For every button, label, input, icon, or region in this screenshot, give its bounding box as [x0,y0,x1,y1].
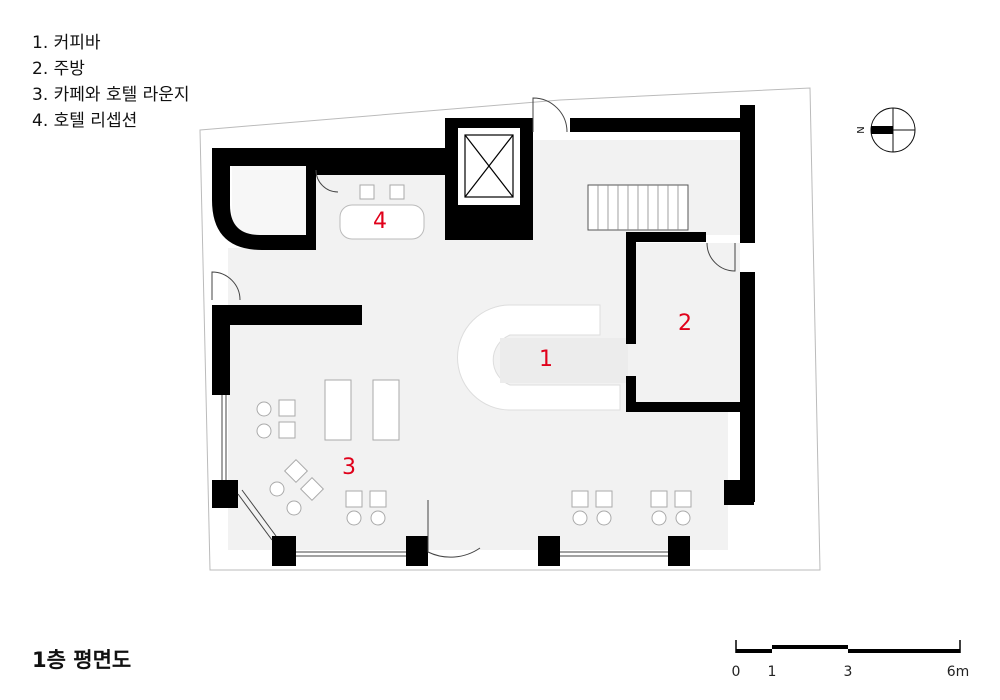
chair [571,490,589,508]
compass-north-label: N [856,126,867,133]
coffee-bar-inner [500,338,628,383]
chair [595,490,613,508]
stool [596,510,612,526]
legend-item-cafe-lounge: 3. 카페와 호텔 라운지 [32,85,190,105]
page-title: 1층 평면도 [32,648,132,672]
floor-storage [232,165,306,237]
compass: N [856,107,916,153]
stool [256,401,272,417]
room-label-coffee-bar: 1 [539,347,553,372]
elevator-cab [464,134,514,198]
wall-kitchen-bottom [626,402,740,412]
wall-kitchen-left-low [626,376,636,412]
pier-2 [406,536,428,566]
site-outline [199,87,821,571]
legend-item-kitchen: 2. 주방 [32,59,85,79]
scale-tick-1: 1 [768,664,777,680]
pier-3 [538,536,560,566]
stool [370,510,386,526]
bench-1 [324,379,352,441]
chair [650,490,668,508]
wall-left-band [212,305,362,325]
scale-bar: 0 1 3 6m [732,640,970,680]
floor-hall [440,230,630,300]
reception-desk [339,204,425,240]
north-arrow-icon [871,126,893,134]
reception-stool-2 [389,184,405,200]
wall-left-top [212,305,230,395]
bench-2 [372,379,400,441]
stool [286,500,302,516]
reception-stool-1 [359,184,375,200]
pier-4 [668,536,690,566]
chair [278,421,296,439]
scale-tick-6m: 6m [947,664,970,680]
chair [299,476,325,502]
wall-right-lower [740,272,755,502]
floor-kitchen [636,243,740,403]
room-label-reception: 4 [373,209,387,234]
stool [346,510,362,526]
glazing [221,395,668,557]
furniture [256,379,692,526]
chair [674,490,692,508]
legend-item-coffee-bar: 1. 커피바 [32,33,101,53]
doors [211,97,736,558]
stool [256,423,272,439]
stool [651,510,667,526]
wall-left-bottom [212,480,238,508]
chair [278,399,296,417]
chair [369,490,387,508]
wall-elevator-base [455,218,533,238]
stool [675,510,691,526]
coffee-bar-counter [457,304,621,411]
wall-kitchen-top [626,232,706,242]
wall-elevator [445,118,533,240]
walls [212,105,755,566]
chair [345,490,363,508]
wall-kitchen-left [626,232,636,344]
wall-right-pier [724,480,754,505]
scale-tick-0: 0 [732,664,741,680]
wall-storage [212,148,448,250]
wall-top-right [570,118,750,132]
scale-tick-3: 3 [844,664,853,680]
stool [572,510,588,526]
legend-item-reception: 4. 호텔 리셉션 [32,111,138,131]
stool [269,481,285,497]
room-label-cafe-lounge: 3 [342,455,356,480]
wall-right-upper [740,105,755,243]
chair [283,458,309,484]
legend: 1. 커피바 2. 주방 3. 카페와 호텔 라운지 4. 호텔 리셉션 [32,30,190,134]
room-label-kitchen: 2 [678,311,692,336]
pier-1 [272,536,296,566]
staircase [587,184,689,231]
